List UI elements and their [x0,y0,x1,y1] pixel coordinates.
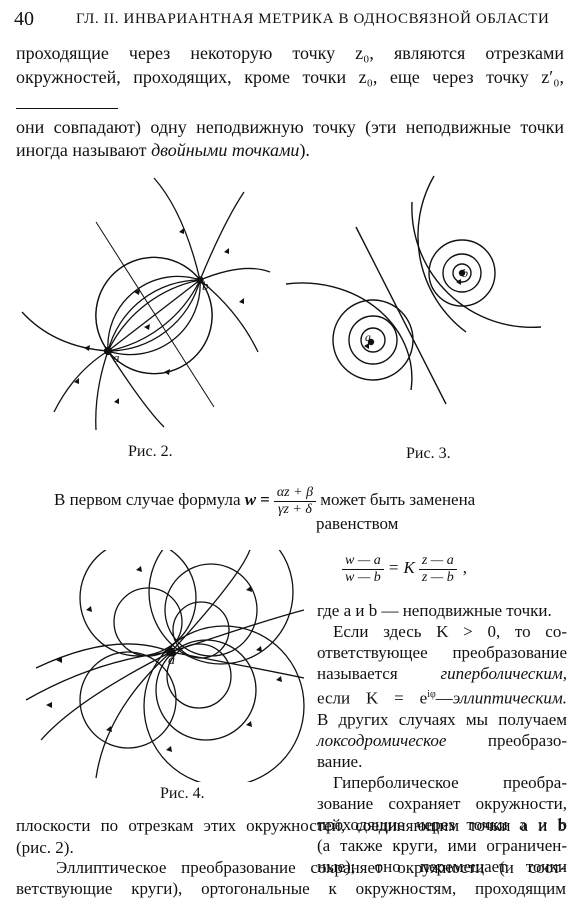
fig2-caption: Рис. 2. [128,443,173,460]
figure-4: a [16,550,306,782]
footnote-rule [16,108,118,109]
fig2-label-a: a [113,350,120,365]
figure-2: a b [14,172,278,434]
fig3-label-b: b [462,266,468,280]
running-title: ГЛ. II. ИНВАРИАНТНАЯ МЕТРИКА В ОДНОСВЯЗН… [76,11,550,27]
para2-line1: они совпадают) одну неподвижную точку (э… [16,117,564,137]
bottom-line4: ветствующие круги), ортогональные к окру… [16,879,566,898]
fig4-caption: Рис. 4. [160,785,205,802]
page-header: 40 ГЛ. II. ИНВАРИАНТНАЯ МЕТРИКА В ОДНОСВ… [14,8,566,34]
side-column: где a и b — неподвижные точки. Если здес… [317,601,567,876]
formula-line-cont: равенством [316,514,399,533]
fig2-label-b: b [202,278,209,293]
figure-3: a b [286,172,572,434]
bottom-line1: плоскости по отрезкам этих окружностей, … [16,816,566,835]
fig3-label-a: a [365,330,371,344]
fig3-caption: Рис. 3. [406,445,451,462]
para1-line2: окружностей, проходящих, кроме точки z₀,… [16,67,564,87]
double-points-term: двойными точками [151,140,300,160]
bottom-line3: Эллиптическое преобразование сохраняет о… [56,858,566,877]
fig4-label-a: a [168,653,175,668]
page-number: 40 [14,8,34,30]
para1-line1: проходящие через некоторую точку z₀, явл… [16,43,564,63]
bottom-line2: (рис. 2). [16,838,74,857]
para2-line2: иногда называют двойными точками). [16,140,310,160]
